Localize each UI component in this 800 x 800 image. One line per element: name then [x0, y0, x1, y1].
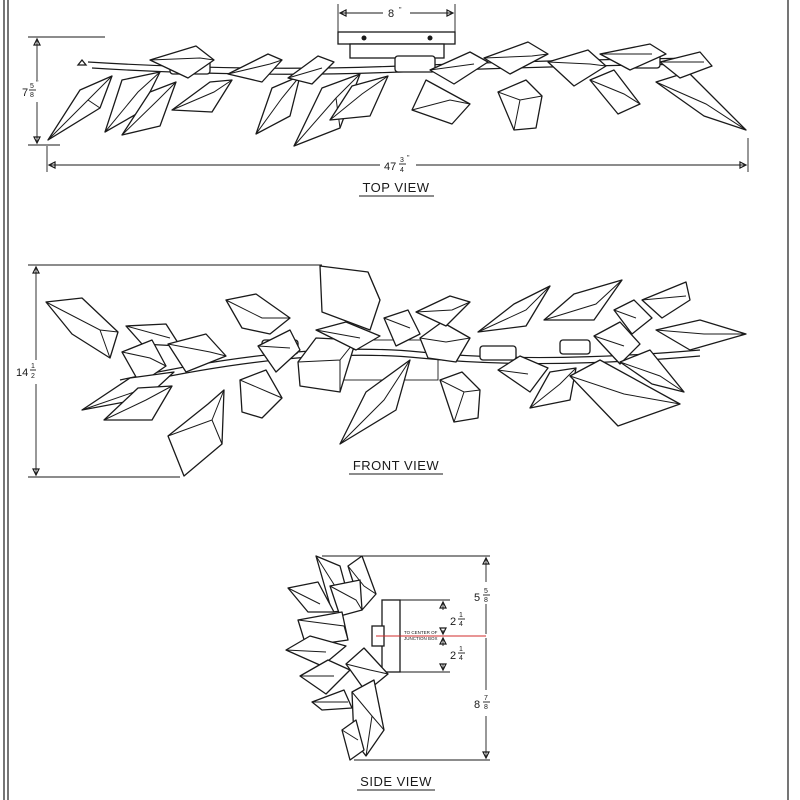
front-view-crystals	[45, 265, 747, 477]
crystal	[167, 389, 225, 477]
crystal	[497, 79, 543, 131]
crystal	[593, 321, 641, 365]
crystal	[45, 297, 119, 359]
top-width-value: 8	[388, 8, 394, 20]
crystal	[329, 75, 389, 121]
side-dim-bottom-num: 7	[484, 695, 488, 702]
side-view-crystals	[285, 555, 389, 761]
crystal	[311, 689, 353, 711]
crystal	[257, 329, 301, 373]
crystal	[171, 79, 233, 113]
side-dim-upper-num: 1	[459, 612, 463, 619]
top-depth-unit: "	[36, 80, 39, 87]
top-view-crystals	[47, 41, 747, 147]
top-length-den: 4	[400, 167, 404, 174]
front-view-title: FRONT VIEW	[353, 458, 440, 473]
crystal	[104, 71, 161, 133]
top-depth-whole: 7	[22, 87, 28, 99]
top-depth-den: 8	[30, 92, 34, 99]
crystal	[103, 385, 173, 421]
front-view-height-dimension: 14 1 2	[16, 264, 322, 478]
crystal	[285, 635, 347, 667]
top-view-title: TOP VIEW	[362, 180, 429, 195]
crystal	[329, 579, 363, 617]
front-view: 14 1 2	[16, 264, 747, 478]
crystal	[227, 53, 283, 83]
side-dim-upper-den: 4	[459, 621, 463, 628]
crystal	[655, 319, 747, 351]
side-dim-upper-whole: 2	[450, 616, 456, 628]
front-height-whole: 14	[16, 367, 28, 379]
top-width-unit: "	[399, 7, 402, 14]
top-depth-num: 5	[30, 83, 34, 90]
top-view-width-dimension: 8 "	[337, 4, 456, 32]
crystal	[121, 81, 177, 136]
crystal	[613, 299, 653, 335]
crystal	[641, 281, 691, 319]
crystal	[125, 323, 181, 347]
side-dim-bottom-whole: 8	[474, 699, 480, 711]
crystal	[547, 49, 607, 87]
side-dim-lower-whole: 2	[450, 650, 456, 662]
crystal	[419, 321, 471, 363]
junction-note-line1: TO CENTER OF	[404, 630, 438, 635]
top-length-num: 3	[400, 157, 404, 164]
top-view-length-dimension: 47 3 4 "	[46, 138, 749, 174]
crystal	[297, 337, 357, 393]
top-length-whole: 47	[384, 161, 396, 173]
side-dim-top-whole: 5	[474, 592, 480, 604]
crystal	[255, 75, 301, 135]
side-dim-lower-den: 4	[459, 655, 463, 662]
crystal	[121, 339, 167, 385]
crystal	[341, 719, 365, 761]
crystal	[345, 647, 389, 693]
top-length-unit: "	[407, 155, 410, 162]
front-height-num: 1	[31, 363, 35, 370]
crystal	[655, 71, 747, 131]
side-view: TO CENTER OF JUNCTION BOX	[285, 555, 490, 791]
top-view-canopy	[337, 31, 456, 59]
crystal	[483, 41, 549, 75]
crystal	[415, 295, 471, 327]
crystal	[239, 369, 283, 419]
crystal	[149, 45, 215, 79]
junction-note-line2: JUNCTION BOX	[404, 636, 438, 641]
crystal	[439, 371, 481, 423]
front-height-den: 2	[31, 373, 35, 380]
crystal	[339, 359, 411, 445]
crystal	[225, 293, 291, 335]
crystal	[287, 55, 335, 85]
crystal	[569, 359, 681, 427]
crystal	[659, 51, 713, 79]
crystal	[411, 79, 471, 125]
crystal	[299, 659, 351, 695]
crystal	[497, 355, 549, 393]
crystal	[619, 349, 685, 393]
side-dim-top-den: 8	[484, 597, 488, 604]
side-dim-lower-num: 1	[459, 646, 463, 653]
crystal	[543, 279, 623, 321]
crystal	[47, 75, 113, 141]
side-dim-top-num: 5	[484, 588, 488, 595]
crystal	[529, 367, 577, 409]
side-view-dimensions: 5 5 8 2 1 4 2 1 4 8 7 8	[322, 555, 490, 761]
crystal	[315, 321, 381, 351]
crystal	[429, 51, 489, 85]
crystal	[167, 333, 227, 373]
crystal	[383, 309, 421, 347]
crystal	[589, 69, 641, 115]
crystal	[599, 43, 667, 71]
top-view-depth-dimension: 7 5 8 "	[22, 36, 105, 146]
side-view-title: SIDE VIEW	[360, 774, 432, 789]
crystal	[477, 285, 551, 333]
side-dim-bottom-den: 8	[484, 704, 488, 711]
crystal	[287, 581, 335, 613]
crystal	[319, 265, 381, 331]
top-view: 8 " 7 5 8 "	[22, 4, 749, 197]
